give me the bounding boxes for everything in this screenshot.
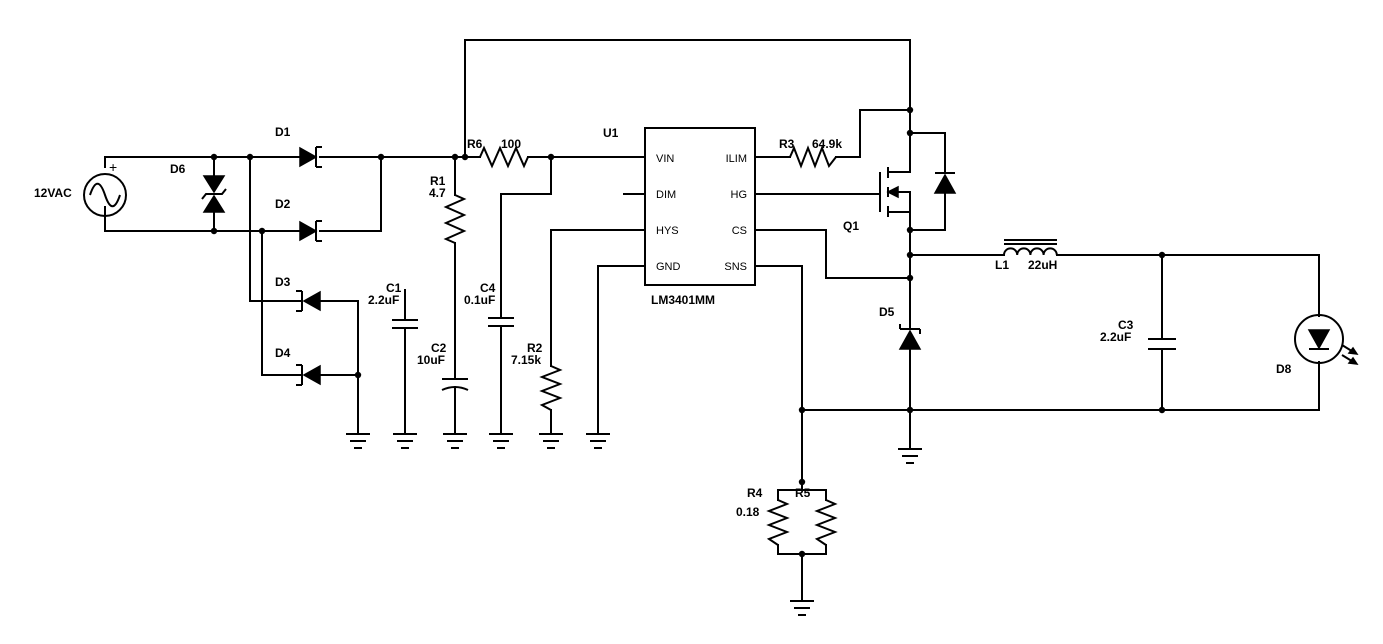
junction (258, 227, 266, 235)
resistor-r3: R3 64.9k (779, 137, 842, 169)
pin-hg: HG (731, 189, 748, 201)
diode-d6: D6 (170, 162, 227, 213)
junction (906, 406, 914, 414)
q1-body-diode (933, 172, 957, 194)
r4-designator: R4 (747, 486, 763, 500)
sine-icon (89, 182, 121, 208)
u1-designator: U1 (603, 126, 619, 140)
junction (246, 153, 254, 161)
r1-designator: R1 (430, 174, 446, 188)
ground-icon (790, 600, 814, 616)
capacitor-c3: C3 2.2uF (1100, 318, 1176, 350)
d3-designator: D3 (275, 275, 291, 289)
r3-designator: R3 (779, 137, 795, 151)
r6-designator: R6 (467, 137, 483, 151)
c2-value: 10uF (417, 353, 445, 367)
ground-icon (443, 433, 467, 449)
pin-sns: SNS (724, 261, 747, 273)
c4-value: 0.1uF (464, 293, 495, 307)
l1-value: 22uH (1028, 258, 1057, 272)
pin-vin: VIN (656, 153, 674, 165)
l1-designator: L1 (995, 258, 1009, 272)
ground-icon (346, 433, 370, 449)
junction (906, 129, 914, 137)
d5-designator: D5 (879, 305, 895, 319)
ground-icon (489, 433, 513, 449)
junction (451, 153, 459, 161)
ac-source-symbol (83, 173, 127, 217)
ic-body (644, 127, 756, 286)
d6-designator: D6 (170, 162, 186, 176)
junction (377, 153, 385, 161)
ic-u1: U1 LM3401MM VIN DIM HYS GND ILIM HG CS S… (603, 126, 761, 307)
c3-designator: C3 (1118, 318, 1134, 332)
diode-d1: D1 (275, 125, 322, 168)
ground-icon (539, 433, 563, 449)
junction (906, 274, 914, 282)
pin-cs: CS (732, 225, 747, 237)
diode-d3: D3 (275, 275, 321, 312)
r5-designator: R5 (795, 486, 811, 500)
junction (906, 226, 914, 234)
u1-part: LM3401MM (651, 293, 715, 307)
c2-designator: C2 (431, 341, 447, 355)
pin-ilim: ILIM (726, 153, 747, 165)
junction (547, 153, 555, 161)
inductor-l1: L1 22uH (995, 239, 1058, 272)
d8-designator: D8 (1276, 362, 1292, 376)
r3-value: 64.9k (812, 137, 842, 151)
mosfet-q1: Q1 (843, 167, 911, 233)
r2-designator: R2 (527, 341, 543, 355)
grounds (346, 433, 922, 616)
junction (798, 478, 806, 486)
ac-source-value: 12VAC (34, 186, 72, 200)
resistor-r4: R4 0.18 (736, 486, 790, 546)
resistor-r6: R6 100 (467, 137, 529, 169)
junction (1158, 251, 1166, 259)
ground-icon (586, 433, 610, 449)
diode-d4: D4 (275, 346, 321, 386)
wires (104, 39, 1320, 601)
ground-icon (898, 448, 922, 464)
c3-value: 2.2uF (1100, 330, 1131, 344)
c1-designator: C1 (386, 281, 402, 295)
r2-value: 7.15k (511, 353, 541, 367)
r1-value: 4.7 (429, 186, 446, 200)
pin-hys: HYS (656, 225, 679, 237)
d2-designator: D2 (275, 197, 291, 211)
capacitor-c2: C2 10uF (417, 341, 469, 391)
ground-icon (393, 433, 417, 449)
r4-value: 0.18 (736, 505, 760, 519)
capacitor-c1: C1 2.2uF (368, 281, 418, 329)
junction (210, 153, 218, 161)
diode-d5: D5 (879, 305, 922, 350)
pin-gnd: GND (656, 261, 681, 273)
junction (906, 251, 914, 259)
ac-source: + 12VAC (34, 159, 127, 217)
c1-value: 2.2uF (368, 293, 399, 307)
q1-designator: Q1 (843, 219, 859, 233)
junctions (210, 106, 1166, 558)
pin-dim: DIM (656, 189, 676, 201)
diode-d2: D2 (275, 197, 322, 242)
junction (354, 371, 362, 379)
resistor-r5: R5 (795, 486, 838, 546)
junction (210, 227, 218, 235)
d1-designator: D1 (275, 125, 291, 139)
junction (798, 406, 806, 414)
ac-source-plus: + (109, 159, 117, 175)
led-d8: D8 (1276, 314, 1359, 376)
resistor-r1: R1 4.7 (429, 174, 467, 244)
c4-designator: C4 (480, 281, 496, 295)
junction (798, 550, 806, 558)
junction (461, 153, 469, 161)
capacitor-c4: C4 0.1uF (464, 281, 514, 327)
r6-value: 100 (501, 137, 521, 151)
d4-designator: D4 (275, 346, 291, 360)
junction (906, 106, 914, 114)
resistor-r2: R2 7.15k (511, 341, 563, 411)
junction (1158, 406, 1166, 414)
